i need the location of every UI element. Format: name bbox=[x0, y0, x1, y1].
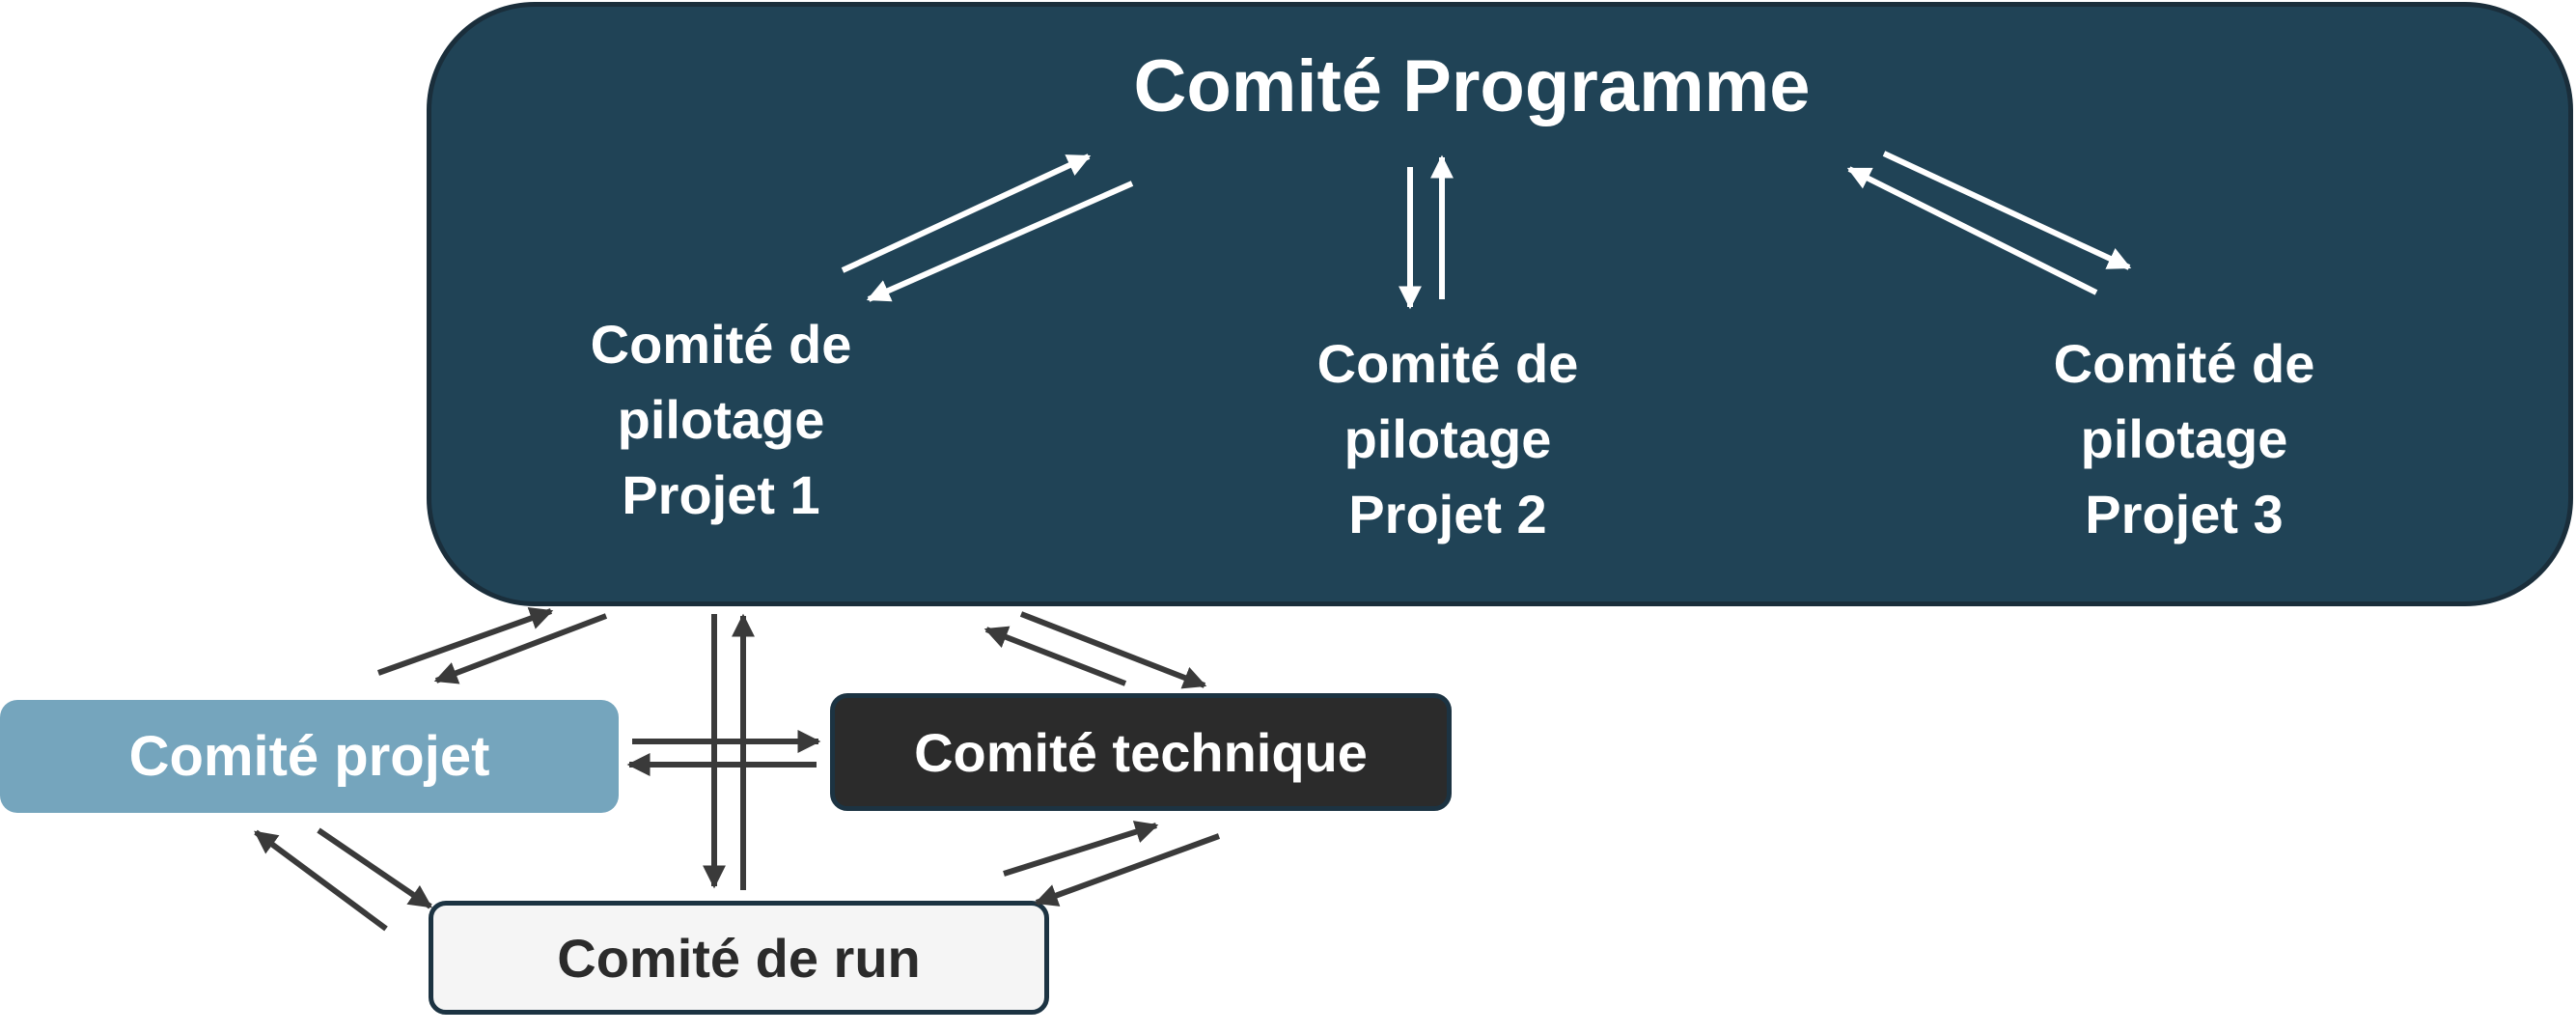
arrow-copil1-to-programme bbox=[841, 154, 1092, 273]
arrow-programme-to-copil3 bbox=[1882, 151, 2132, 270]
copil-2-line2: pilotage bbox=[1343, 408, 1552, 469]
comite-projet-box: Comité projet bbox=[0, 700, 619, 813]
comite-programme-title: Comité Programme bbox=[1133, 45, 1811, 127]
arrow-copil3-to-programme bbox=[1846, 166, 2098, 295]
comite-programme-container bbox=[427, 2, 2573, 606]
copil-3-line1: Comité de bbox=[2053, 333, 2315, 394]
arrow-programme-to-projet bbox=[433, 613, 608, 684]
comite-projet-label: Comité projet bbox=[128, 725, 490, 788]
copil-1-line2: pilotage bbox=[617, 389, 825, 450]
arrow-run-to-projet bbox=[254, 829, 388, 932]
arrow-run-to-technique bbox=[1003, 821, 1159, 877]
copil-2-line3: Projet 2 bbox=[1348, 484, 1547, 544]
copil-3-line2: pilotage bbox=[2080, 408, 2288, 469]
comite-run-label: Comité de run bbox=[557, 927, 921, 989]
arrow-technique-to-programme bbox=[983, 626, 1127, 686]
arrow-programme-to-technique bbox=[1019, 611, 1207, 689]
arrow-technique-to-run bbox=[1034, 833, 1221, 907]
copil-1-line3: Projet 1 bbox=[622, 464, 820, 525]
copil-2-line1: Comité de bbox=[1316, 333, 1579, 394]
comite-run-box: Comité de run bbox=[429, 901, 1049, 1015]
copil-1-line1: Comité de bbox=[590, 314, 852, 375]
comite-pilotage-projet-3: Comité de pilotage Projet 3 bbox=[1981, 326, 2387, 552]
arrow-programme-to-copil1 bbox=[866, 181, 1134, 302]
comite-technique-box: Comité technique bbox=[830, 693, 1452, 811]
arrow-projet-to-programme bbox=[376, 606, 554, 676]
arrow-projet-to-run bbox=[317, 827, 432, 909]
comite-technique-label: Comité technique bbox=[914, 721, 1368, 783]
comite-pilotage-projet-1: Comité de pilotage Projet 1 bbox=[518, 307, 924, 533]
comite-pilotage-projet-2: Comité de pilotage Projet 2 bbox=[1245, 326, 1650, 552]
copil-3-line3: Projet 3 bbox=[2085, 484, 2284, 544]
